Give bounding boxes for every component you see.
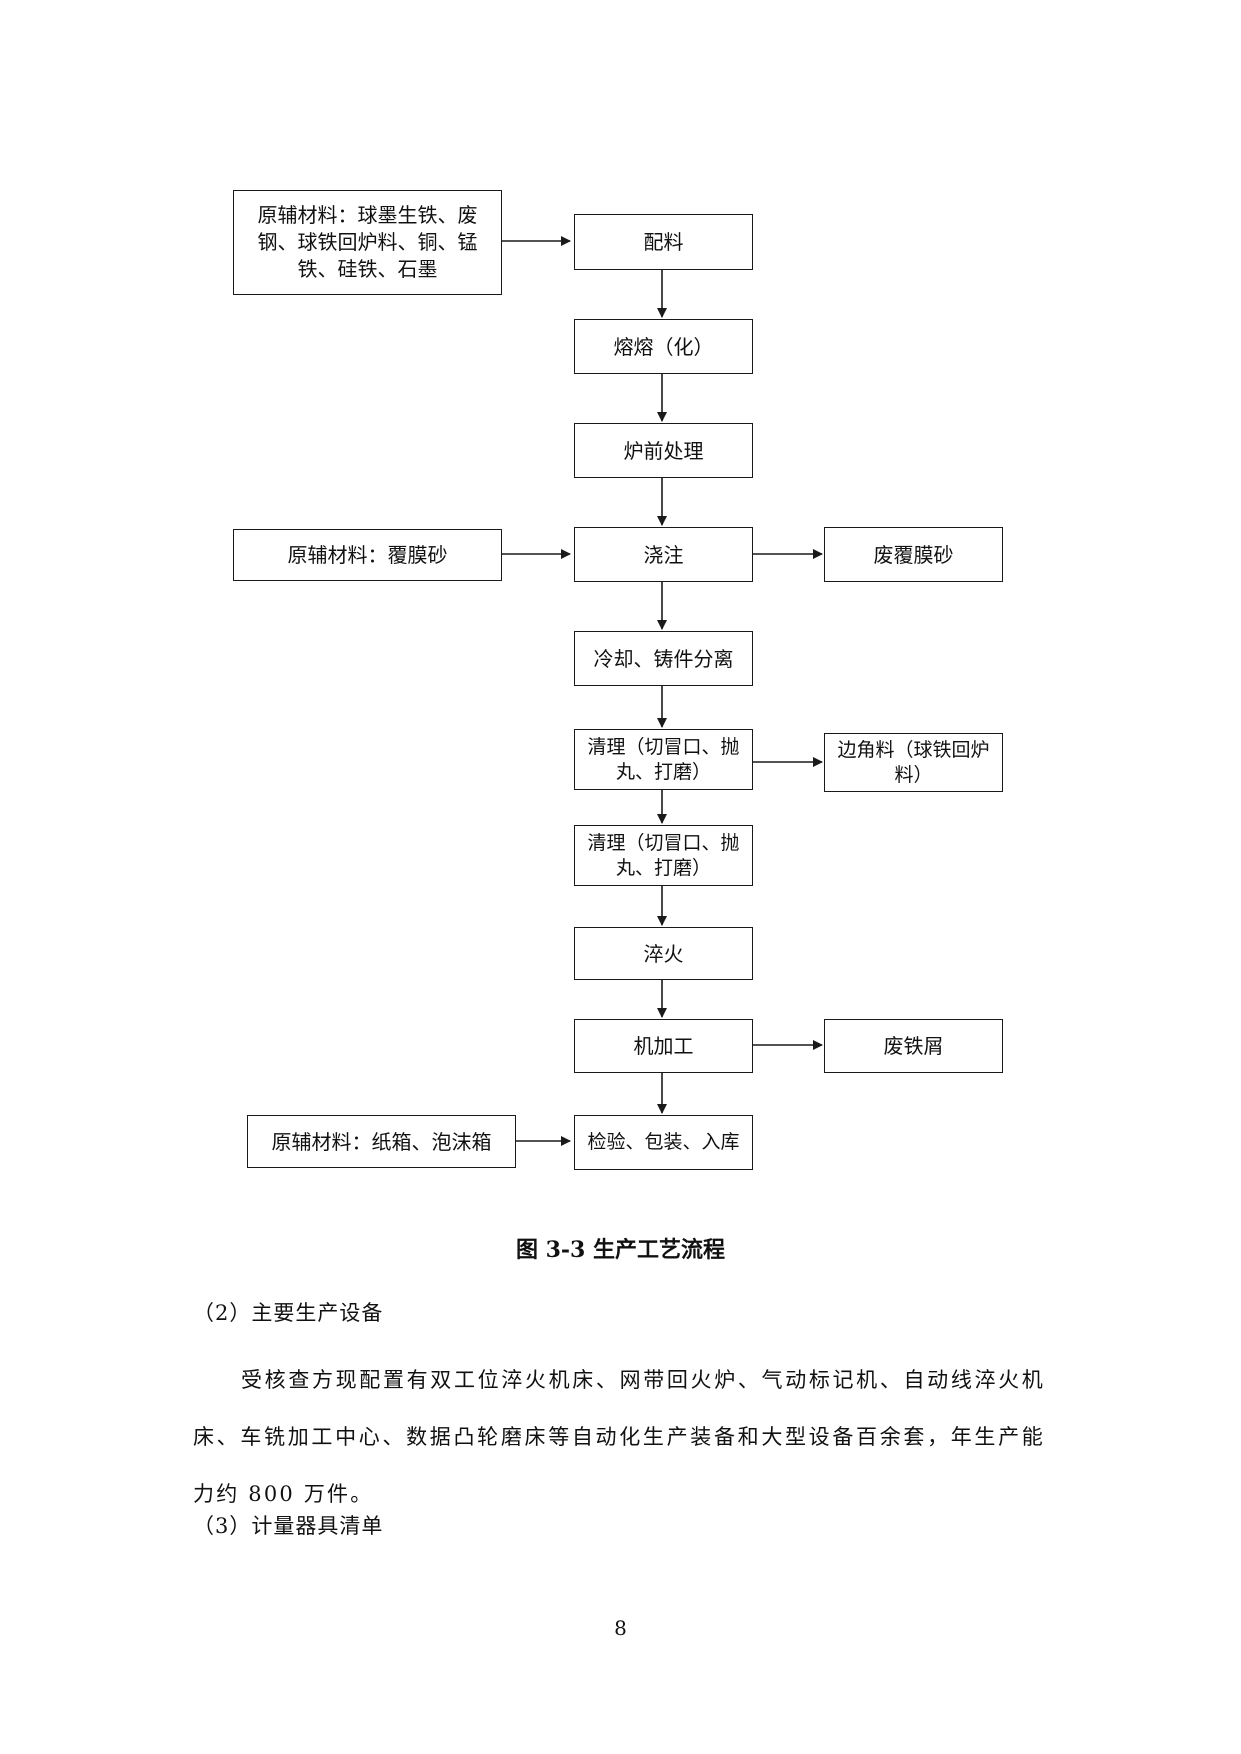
section-heading-equipment: （2）主要生产设备 <box>193 1301 384 1325</box>
step-jianyan: 检验、包装、入库 <box>574 1115 753 1170</box>
step-peiliao: 配料 <box>574 214 753 270</box>
input-raw-materials-2: 原辅材料：覆膜砂 <box>233 529 502 581</box>
step-cuihuo: 淬火 <box>574 927 753 980</box>
step-qingli-1: 清理（切冒口、抛丸、打磨） <box>574 729 753 790</box>
step-ronghua: 熔熔（化） <box>574 319 753 374</box>
step-luqian: 炉前处理 <box>574 423 753 478</box>
section-body-equipment: 受核查方现配置有双工位淬火机床、网带回火炉、气动标记机、自动线淬火机床、车铣加工… <box>193 1368 1045 1506</box>
input-raw-materials-1: 原辅材料：球墨生铁、废钢、球铁回炉料、铜、锰铁、硅铁、石墨 <box>233 190 502 295</box>
step-lengque: 冷却、铸件分离 <box>574 631 753 686</box>
output-waste-chips: 废铁屑 <box>824 1019 1003 1073</box>
step-jijiagong: 机加工 <box>574 1019 753 1073</box>
output-scrap-edge: 边角料（球铁回炉料） <box>824 733 1003 792</box>
figure-caption: 图 3-3 生产工艺流程 <box>515 1237 726 1263</box>
step-jiaozhu: 浇注 <box>574 527 753 582</box>
process-flow-diagram: 配料 熔熔（化） 炉前处理 浇注 冷却、铸件分离 清理（切冒口、抛丸、打磨） 清… <box>233 190 1003 1170</box>
output-waste-sand: 废覆膜砂 <box>824 527 1003 582</box>
input-raw-materials-3: 原辅材料：纸箱、泡沫箱 <box>247 1115 516 1168</box>
flow-arrows <box>502 236 823 1146</box>
step-qingli-2: 清理（切冒口、抛丸、打磨） <box>574 825 753 886</box>
section-heading-instruments: （3）计量器具清单 <box>193 1514 384 1538</box>
page-number: 8 <box>614 1616 627 1640</box>
